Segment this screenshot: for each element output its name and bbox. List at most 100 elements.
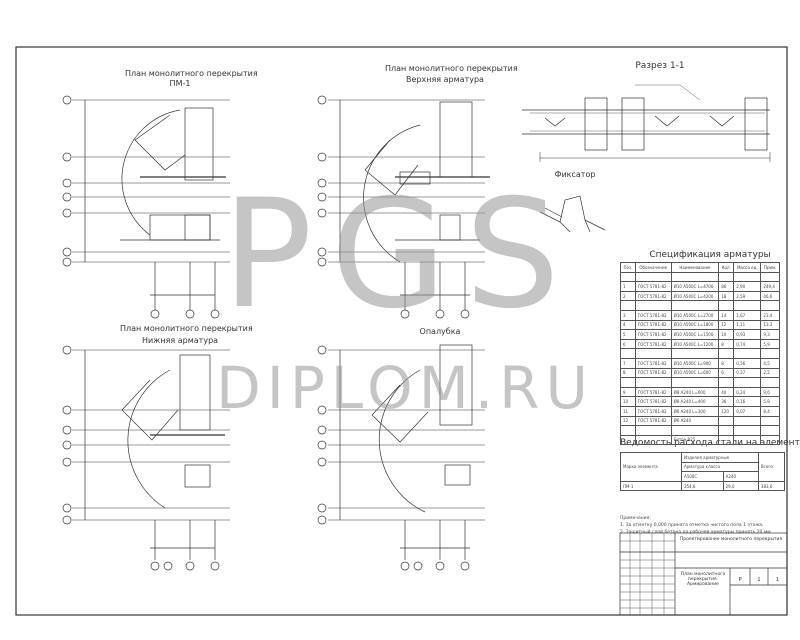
- spec-table-cell: 2,90: [733, 281, 762, 292]
- spec-table-cell: 40: [718, 386, 735, 398]
- spec-table-cell: 13,3: [760, 319, 780, 331]
- spec-table-cell: [670, 425, 720, 436]
- plan-1-title: План монолитного перекрытия: [125, 69, 258, 78]
- spec-table-cell: 8: [620, 367, 636, 379]
- spec-table-cell: ГОСТ 5781-82: [634, 357, 672, 369]
- spec-table-cell: 2,2: [760, 367, 780, 379]
- spec-table-cell: [718, 434, 735, 446]
- weight-header-cell: Марка элемента: [620, 452, 682, 482]
- spec-table-cell: [760, 348, 780, 359]
- weight-header-cell: Изделия арматурные: [680, 452, 759, 463]
- weight-cell: 383,6: [757, 480, 786, 492]
- spec-table-cell: ГОСТ 5781-82: [634, 367, 672, 379]
- spec-table-cell: 5: [620, 329, 636, 340]
- weight-cell: ПМ-1: [620, 480, 682, 492]
- spec-table-title: Спецификация арматуры: [649, 250, 771, 260]
- plan-2: [317, 95, 490, 319]
- spec-table-cell: 36: [718, 396, 735, 407]
- spec-table-cell: [670, 271, 720, 283]
- section-1-1: [522, 84, 771, 162]
- spec-table-cell: [620, 300, 636, 311]
- spec-table-cell: [620, 377, 636, 388]
- spec-table-cell: 0,56: [733, 357, 762, 369]
- spec-table-cell: [733, 271, 762, 283]
- spec-table-cell: [733, 434, 762, 446]
- spec-table-cell: [760, 425, 780, 436]
- spec-table-cell: ГОСТ 5781-82: [634, 319, 672, 331]
- spec-table-cell: [733, 348, 762, 359]
- spec-table-cell: [620, 348, 636, 359]
- spec-table-cell: Ø10 A500С L=600: [670, 367, 720, 379]
- spec-table-cell: 18: [718, 290, 735, 302]
- spec-table-cell: 12: [620, 415, 636, 427]
- notes-line: 2. Защитный слой бетона до рабочей армат…: [620, 530, 773, 535]
- spec-table-cell: [718, 300, 735, 311]
- spec-table-cell: ГОСТ 5781-82: [634, 396, 672, 407]
- notes-heading: Примечания:: [620, 516, 651, 521]
- plan-3-subtitle: Нижняя арматура: [141, 336, 219, 345]
- spec-table-cell: [670, 348, 720, 359]
- spec-table-cell: ГОСТ 5781-82: [634, 309, 672, 321]
- spec-table-cell: Ø8 A240 L=400: [670, 396, 720, 407]
- spec-table-cell: Ø8 A240 L=600: [670, 386, 720, 398]
- spec-table-cell: ГОСТ 5781-82: [634, 415, 672, 427]
- spec-table-cell: 5,9: [760, 338, 780, 350]
- spec-table-cell: Ø6 A240: [670, 415, 720, 427]
- spec-table-cell: 0,37: [733, 367, 762, 379]
- spec-table-cell: 0,16: [733, 396, 762, 407]
- spec-table-cell: [718, 377, 735, 388]
- fixator-title: Фиксатор: [554, 170, 596, 179]
- weight-sub-cell: Арматура класса: [680, 461, 759, 473]
- spec-table-cell: [634, 434, 672, 446]
- spec-table-cell: 10: [620, 396, 636, 407]
- spec-table: Поз. Обозначение Наименование Кол. Масса…: [620, 262, 780, 446]
- spec-table-cell: 2,59: [733, 290, 762, 302]
- spec-table-cell: 0,24: [733, 386, 762, 398]
- plan-4: [317, 344, 485, 571]
- notes-line: 1. За отметку 0,000 принята отметка чист…: [620, 523, 764, 528]
- spec-table-cell: 23,4: [760, 309, 780, 321]
- stamp-sheet-count: 1: [775, 577, 780, 583]
- spec-table-cell: 3: [620, 309, 636, 321]
- drawing-notes: Примечания: 1. За отметку 0,000 принята …: [620, 515, 772, 536]
- spec-table-cell: 6: [620, 338, 636, 350]
- spec-table-cell: [634, 348, 672, 359]
- spec-table-cell: 9,6: [760, 386, 780, 398]
- plan-2-title: План монолитного перекрытия: [385, 64, 518, 73]
- spec-table-cell: 8: [718, 338, 735, 350]
- spec-table-cell: [760, 415, 780, 427]
- spec-table-cell: 0,07: [733, 405, 762, 417]
- spec-table-cell: Ø10 A500С L=4200: [670, 290, 720, 302]
- spec-table-cell: Ø10 A500С L=1200: [670, 338, 720, 350]
- stamp-project: Проектирование монолитного перекрытия: [679, 537, 783, 542]
- spec-table-cell: 249,4: [760, 281, 780, 292]
- spec-table-cell: [620, 425, 636, 436]
- spec-table-cell: ГОСТ 5781-82: [634, 338, 672, 350]
- spec-table-cell: Ø6 A240 L=300: [670, 405, 720, 417]
- spec-table-cell: [733, 425, 762, 436]
- spec-table-cell: [634, 377, 672, 388]
- spec-table-cell: [634, 271, 672, 283]
- spec-table-cell: [634, 425, 672, 436]
- spec-table-cell: Бетон B25: [670, 434, 720, 446]
- spec-table-cell: 12: [718, 319, 735, 331]
- weight-header-cell: Всего: [757, 452, 786, 482]
- stamp-stage: Р: [738, 577, 742, 583]
- spec-table-cell: 5,8: [760, 396, 780, 407]
- plan-2-subtitle: Верхняя арматура: [406, 75, 484, 84]
- spec-table-cell: [670, 300, 720, 311]
- spec-table-cell: [733, 415, 762, 427]
- plan-3: [62, 345, 230, 571]
- spec-table-cell: [733, 377, 762, 388]
- weight-cell: 354,6: [680, 480, 724, 492]
- spec-header-cell: Кол.: [718, 262, 735, 273]
- spec-table-cell: [733, 300, 762, 311]
- spec-table-cell: 6: [718, 367, 735, 379]
- fixator-detail: [539, 195, 606, 233]
- spec-table-cell: [718, 271, 735, 283]
- weight-sub-cell: A240: [722, 471, 759, 482]
- stamp-sheet-number: 1: [757, 577, 761, 583]
